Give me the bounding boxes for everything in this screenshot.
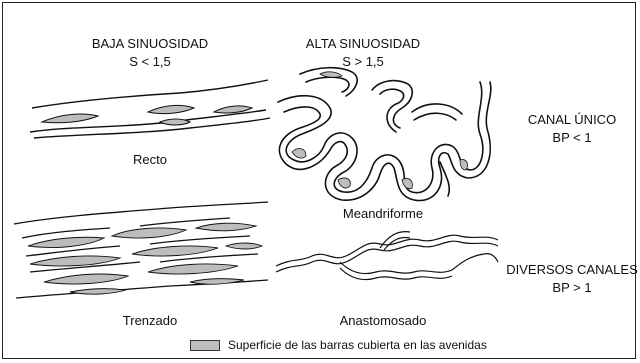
multi-channel-value: BP > 1	[552, 280, 592, 295]
meandering-channel	[277, 66, 492, 202]
straight-label: Recto	[133, 152, 167, 167]
meandering-label: Meandriforme	[342, 206, 424, 221]
figure-frame	[2, 2, 636, 359]
meandering-channel-bars	[291, 71, 468, 190]
straight-channel-bars	[40, 104, 254, 126]
braided-channel-bars	[27, 222, 264, 295]
low-sinuosity-title: BAJA SINUOSIDAD	[91, 36, 209, 51]
single-channel-value: BP < 1	[552, 130, 592, 145]
multi-channel-title: DIVERSOS CANALES	[506, 262, 638, 277]
braided-label: Trenzado	[122, 313, 178, 328]
legend-label: Superficie de las barras cubierta en las…	[228, 338, 487, 352]
low-sinuosity-value: S < 1,5	[129, 54, 171, 69]
braided-channel	[13, 201, 269, 299]
anastomosed-channel	[275, 231, 499, 281]
anastomosed-label: Anastomosado	[339, 313, 427, 328]
high-sinuosity-title: ALTA SINUOSIDAD	[305, 36, 421, 51]
legend-swatch	[190, 340, 220, 351]
single-channel-title: CANAL ÚNICO	[527, 112, 617, 127]
high-sinuosity-value: S > 1,5	[342, 54, 384, 69]
